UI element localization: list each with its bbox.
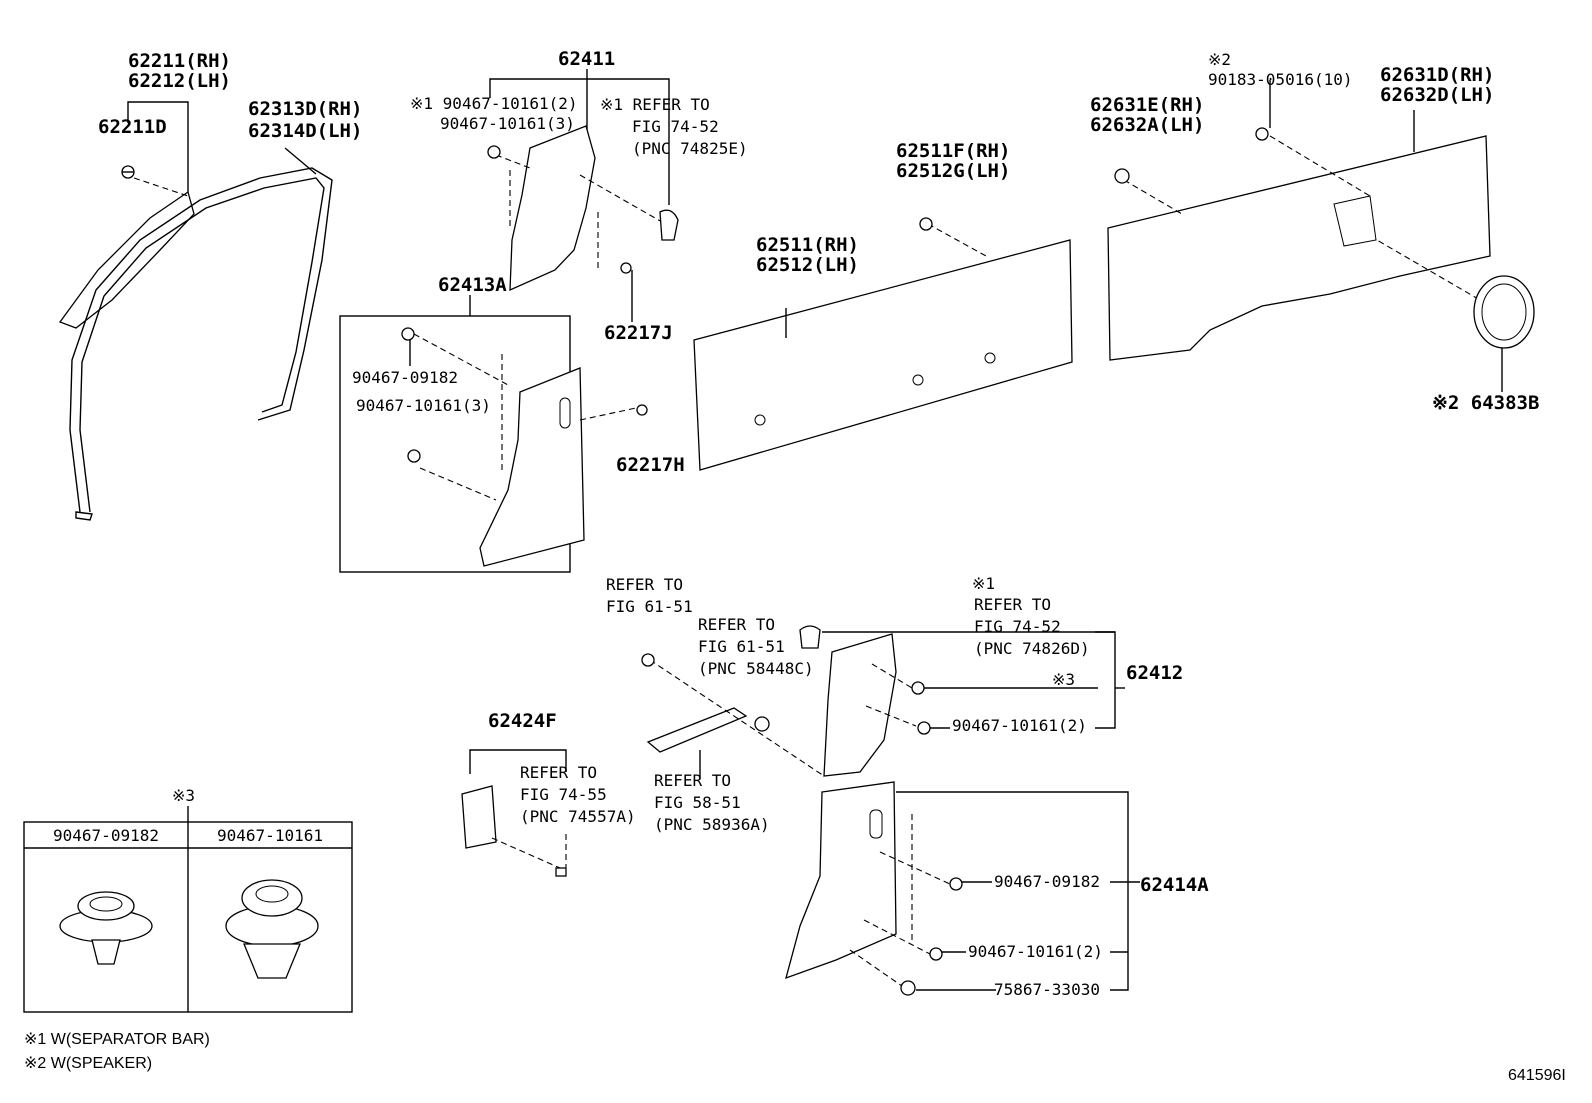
label-s3-mark: ※3: [1052, 670, 1076, 689]
label-62314d: 62314D(LH): [248, 120, 363, 142]
label-ref-7455-1: REFER TO: [520, 763, 598, 782]
label-clip-10161-2b: 90467-10161(2): [968, 942, 1103, 961]
label-box-clip-b: 90467-10161(3): [356, 396, 491, 415]
label-ref-7455-3: (PNC 74557A): [520, 807, 636, 826]
label-62217j: 62217J: [604, 322, 673, 344]
table-header-09182: 90467-09182: [53, 826, 159, 845]
label-75867: 75867-33030: [994, 980, 1100, 999]
clip-icon: [121, 165, 135, 179]
clip-icon: [754, 716, 770, 732]
label-ref-6151-b-1: REFER TO: [698, 615, 776, 634]
label-62512g: 62512G(LH): [896, 160, 1011, 182]
label-clip-10161-2: 90467-10161(2): [952, 716, 1087, 735]
label-box-clip-a: 90467-09182: [352, 368, 458, 387]
label-s1-clip-b: 90467-10161(3): [440, 114, 575, 133]
label-ref-5851-2: FIG 58-51: [654, 793, 741, 812]
label-ref-6151-a-2: FIG 61-51: [606, 597, 693, 616]
label-ref-7452-a-3: (PNC 74825E): [632, 139, 748, 158]
clip-icon: [949, 877, 963, 891]
label-ref-7452-b-3: (PNC 74826D): [974, 639, 1090, 658]
clip-icon: [641, 653, 655, 667]
label-62211: 62211(RH): [128, 50, 231, 72]
rear-pillar-upper: [823, 633, 897, 777]
clip-icon: [799, 625, 821, 649]
label-62631d: 62631D(RH): [1380, 64, 1495, 86]
label-ref-7452-a-2: FIG 74-52: [632, 117, 719, 136]
label-62631e: 62631E(RH): [1090, 94, 1205, 116]
label-62632a: 62632A(LH): [1090, 114, 1205, 136]
label-ref-5851-1: REFER TO: [654, 771, 732, 790]
label-62411: 62411: [558, 48, 616, 70]
clip-icon: [917, 721, 931, 735]
clip-icon: [59, 891, 153, 965]
quarter-panel-upper: [693, 239, 1073, 471]
center-pillar-upper: [509, 125, 596, 292]
clip-icon: [1255, 127, 1269, 141]
label-ref-5851-3: (PNC 58936A): [654, 815, 770, 834]
clip-icon: [659, 209, 679, 241]
clip-icon: [636, 404, 648, 416]
clip-icon: [929, 947, 943, 961]
note-speaker: ※2 W(SPEAKER): [24, 1055, 153, 1072]
clip-icon: [911, 681, 925, 695]
clip-icon: [487, 145, 501, 159]
label-62211d: 62211D: [98, 116, 167, 138]
label-s2-mark: ※2: [1208, 50, 1232, 69]
label-62512: 62512(LH): [756, 254, 859, 276]
label-ref-7452-b-1: REFER TO: [974, 595, 1052, 614]
small-trim-bracket: [461, 785, 497, 849]
label-s2-clip: 90183-05016(10): [1208, 70, 1353, 89]
clip-icon: [1114, 168, 1130, 184]
label-s1-mark: ※1: [972, 574, 996, 593]
label-62511: 62511(RH): [756, 234, 859, 256]
weatherstrip: [69, 167, 333, 513]
a-pillar-trim: [58, 190, 195, 329]
label-62412: 62412: [1126, 662, 1184, 684]
label-ref-7452-a-1: ※1 REFER TO: [600, 95, 710, 114]
label-clip-09182-b: 90467-09182: [994, 872, 1100, 891]
center-pillar-lower: [479, 367, 585, 567]
label-62632d: 62632D(LH): [1380, 84, 1495, 106]
label-64383b: ※2 64383B: [1432, 392, 1540, 414]
clip-icon: [900, 980, 916, 996]
clip-icon: [225, 879, 319, 979]
figure-id: 641596I: [1508, 1067, 1566, 1084]
label-ref-6151-a-1: REFER TO: [606, 575, 684, 594]
clip-icon: [919, 217, 933, 231]
rear-pillar-lower: [785, 781, 897, 980]
label-62313d: 62313D(RH): [248, 98, 363, 120]
note-separator-bar: ※1 W(SEPARATOR BAR): [24, 1031, 210, 1048]
speaker-grille-icon: [1473, 275, 1535, 349]
label-62413a: 62413A: [438, 274, 507, 296]
label-ref-6151-b-3: (PNC 58448C): [698, 659, 814, 678]
label-62511f: 62511F(RH): [896, 140, 1011, 162]
label-62212: 62212(LH): [128, 70, 231, 92]
label-62217h: 62217H: [616, 454, 685, 476]
clip-icon: [401, 327, 415, 341]
label-62424f: 62424F: [488, 710, 557, 732]
clip-icon: [620, 262, 632, 274]
label-ref-7452-b-2: FIG 74-52: [974, 617, 1061, 636]
quarter-panel-rear: [1107, 135, 1491, 361]
label-ref-7455-2: FIG 74-55: [520, 785, 607, 804]
label-table-mark: ※3: [172, 786, 196, 805]
grab-handle: [646, 707, 748, 753]
label-s1-clip-a: ※1 90467-10161(2): [410, 94, 578, 113]
label-ref-6151-b-2: FIG 61-51: [698, 637, 785, 656]
table-header-10161: 90467-10161: [217, 826, 323, 845]
label-62414a: 62414A: [1140, 874, 1209, 896]
clip-icon: [407, 449, 421, 463]
